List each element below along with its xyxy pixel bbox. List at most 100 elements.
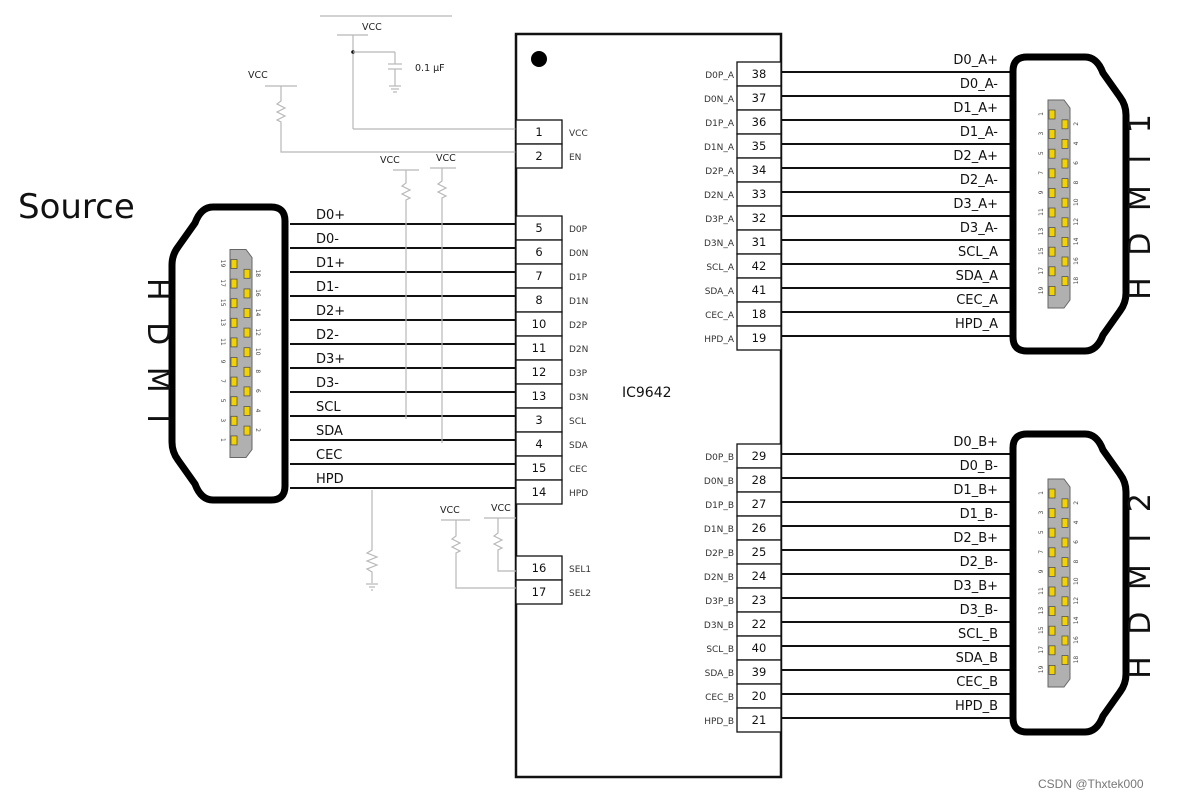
pin-name: D1N_B [704,525,734,535]
signal-label: D0_A- [960,77,998,92]
vcc-label: VCC [248,70,268,81]
contact-number: 4 [254,409,261,413]
signal-label: SCL [316,400,341,415]
pin1-marker-dot [531,51,547,67]
pin-name: D0N_B [704,477,734,487]
pin-number: 2 [535,149,542,163]
ic-left-pin-en: 2 EN [515,143,581,169]
contact-pin [1048,246,1056,257]
pin-name: EN [569,153,581,163]
source-signal-d0n: D0- [290,232,516,249]
contact-pin [1061,217,1069,228]
source-signal-d3p: D3+ [290,352,516,369]
contact-pin [1061,138,1069,149]
pin-box [736,301,782,327]
contact-number: 12 [254,328,261,336]
ic-left-pin-cec: 15 CEC [515,455,587,481]
pin-name: CEC [569,465,587,475]
contact-pin [1061,655,1069,665]
pin-number: 31 [752,235,767,249]
contact-number: 18 [254,269,261,277]
vcc-label: VCC [362,22,382,33]
pin-box [736,133,782,159]
signal-label: D0_B- [960,459,999,474]
pin-name: D1P_A [705,119,735,129]
contact-number: 4 [1073,141,1080,145]
contact-pin [243,425,251,436]
pin-name: SDA_B [705,669,734,679]
pin-number: 5 [535,221,542,235]
contact-number: 13 [1038,607,1045,615]
source-signal-d2p: D2+ [290,304,516,321]
contact-number: 8 [254,369,261,373]
pin-name: VCC [569,129,588,139]
pin-number: 41 [752,283,767,297]
contact-pin [1048,645,1056,656]
pin-number: 7 [535,269,542,283]
pin-name: SDA_A [705,287,735,297]
signal-label: CEC_B [956,675,998,690]
pin-number: 19 [752,331,767,345]
pin-box [515,455,563,481]
pin-box [736,325,782,351]
contact-pin [1061,197,1069,208]
pin-number: 27 [752,497,767,511]
pin-box [515,479,563,505]
signal-label: SDA [316,424,343,439]
contact-pin [1048,109,1056,120]
contact-number: 19 [1038,286,1045,294]
signal-label: CEC [316,448,342,463]
pin-name: D3P [569,369,588,379]
contact-pin [230,298,238,309]
contact-number: 5 [1038,530,1045,534]
pin-name: D1P_B [705,501,734,511]
pin-name: SCL_B [706,645,734,655]
signal-label: D0_B+ [953,435,998,450]
pin-name: D0P_A [705,71,735,81]
pin-box [736,85,782,111]
vcc-label: VCC [491,503,511,514]
contact-number: 12 [1073,218,1080,226]
pin-box [736,563,782,589]
contact-pin [230,357,238,367]
pin-number: 10 [532,317,547,331]
pin-name: D2N_B [704,573,734,583]
pin-number: 6 [535,245,542,259]
pin-name: D2N [569,345,588,355]
contact-number: 2 [254,428,261,432]
pin-number: 11 [532,341,547,355]
contact-pin [243,366,251,377]
contact-pin [1061,256,1069,267]
contact-pin [243,327,251,338]
pin-number: 36 [752,115,767,129]
pin-number: 15 [532,461,547,475]
contact-number: 5 [219,399,226,403]
pin-name: D0P [569,225,588,235]
pin-name: D3N_B [704,621,734,631]
pin-number: 12 [532,365,547,379]
contact-pin [1061,236,1069,247]
signal-label: D3_A- [960,221,998,236]
contact-pin [1048,625,1056,636]
contact-pin [243,288,251,299]
signal-label: D0_A+ [953,53,998,68]
pin-number: 3 [535,413,542,427]
source-title: Source [18,187,135,227]
pin-name: HPD_A [704,335,735,345]
pin-number: 13 [532,389,547,403]
pin-number: 35 [752,139,767,153]
contact-pin [1048,207,1056,218]
